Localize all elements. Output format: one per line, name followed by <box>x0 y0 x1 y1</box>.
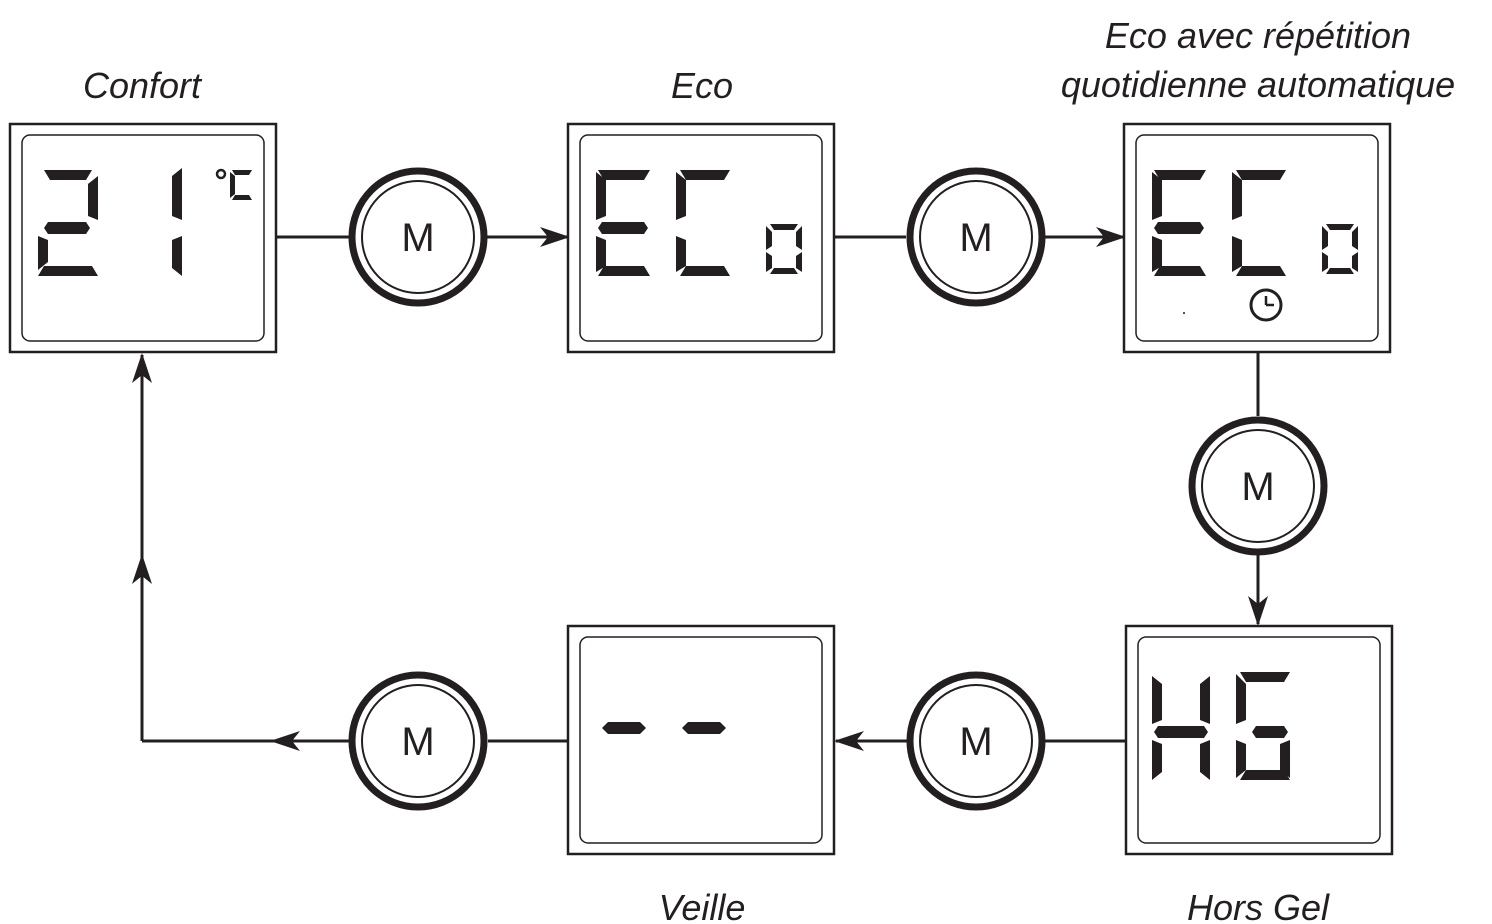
mode-button-label: M <box>401 720 434 764</box>
caption-veille: Veille <box>659 887 746 924</box>
lcd-eco-repeat <box>1122 122 1392 354</box>
mode-button-label: M <box>959 216 992 260</box>
mode-button-3[interactable]: M <box>1188 416 1328 556</box>
lcd-digits <box>602 722 726 734</box>
clock-icon <box>1249 288 1283 322</box>
caption-eco: Eco <box>671 65 733 106</box>
lcd-digits <box>596 170 802 276</box>
mode-button-label: M <box>1241 465 1274 509</box>
mode-button-2[interactable]: M <box>906 167 1046 307</box>
lcd-confort <box>8 122 278 354</box>
mode-button-1[interactable]: M <box>348 167 488 307</box>
connectors <box>132 227 1268 751</box>
lcd-digits <box>1152 672 1290 780</box>
lcd-eco <box>566 122 836 354</box>
lcd-digits <box>38 168 252 276</box>
mode-button-label: M <box>401 216 434 260</box>
mode-button-label: M <box>959 720 992 764</box>
lcd-veille <box>566 624 836 856</box>
mode-button-4[interactable]: M <box>906 671 1046 811</box>
caption-eco-repeat-line2: quotidienne automatique <box>1061 64 1455 105</box>
mode-button-5[interactable]: M <box>348 671 488 811</box>
caption-hors-gel: Hors Gel <box>1187 887 1330 924</box>
lcd-hors-gel <box>1124 624 1394 856</box>
caption-confort: Confort <box>83 65 203 106</box>
lcd-digits <box>1152 170 1358 276</box>
caption-eco-repeat-line1: Eco avec répétition <box>1105 15 1411 56</box>
